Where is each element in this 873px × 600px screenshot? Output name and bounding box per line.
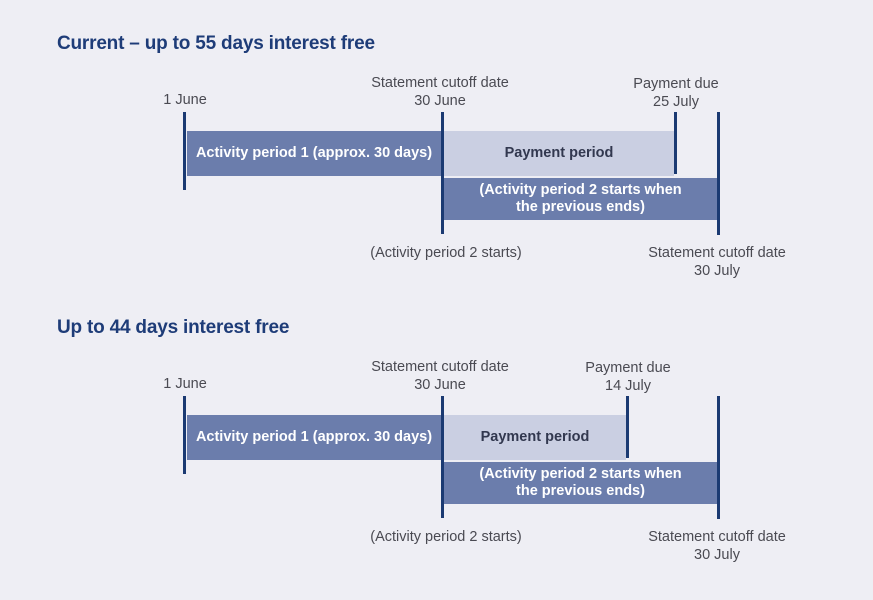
start-date-tick [183, 112, 186, 190]
activity-period-2-bar: (Activity period 2 starts when the previ… [444, 462, 717, 504]
bar-line-2: the previous ends) [516, 483, 645, 499]
label-line-1: Statement cutoff date [371, 359, 509, 375]
label-line-1: Statement cutoff date [371, 75, 509, 91]
label-line-2: 30 July [694, 262, 740, 279]
label-line-1: Payment due [585, 360, 671, 376]
statement-cutoff-july-label: Statement cutoff date 30 July [648, 245, 786, 280]
timeline-44-days: Up to 44 days interest free 1 June State… [0, 284, 873, 568]
label-line-2: 30 July [694, 546, 740, 563]
timeline-55-days: Current – up to 55 days interest free 1 … [0, 0, 873, 284]
statement-cutoff-july-tick [717, 112, 720, 235]
label-line-1: Payment due [633, 76, 719, 92]
label-line-2: 25 July [653, 93, 699, 110]
activity-2-starts-label: (Activity period 2 starts) [370, 529, 522, 545]
label-line-1: Statement cutoff date [648, 529, 786, 545]
statement-cutoff-june-label: Statement cutoff date 30 June [371, 75, 509, 110]
label-line-1: Statement cutoff date [648, 245, 786, 261]
start-date-label: 1 June [163, 92, 207, 108]
activity-period-1-bar: Activity period 1 (approx. 30 days) [187, 131, 441, 176]
bar-line-1: (Activity period 2 starts when [479, 466, 682, 482]
statement-cutoff-june-tick [441, 112, 444, 234]
statement-cutoff-july-tick [717, 396, 720, 519]
label-line-2: 14 July [605, 377, 651, 394]
activity-period-1-bar: Activity period 1 (approx. 30 days) [187, 415, 441, 460]
payment-period-bar: Payment period [444, 131, 674, 176]
payment-due-tick [626, 396, 629, 458]
payment-due-label: Payment due 25 July [633, 76, 718, 111]
statement-cutoff-june-tick [441, 396, 444, 518]
activity-period-2-bar: (Activity period 2 starts when the previ… [444, 178, 717, 220]
diagram-title: Current – up to 55 days interest free [57, 33, 375, 54]
statement-cutoff-july-label: Statement cutoff date 30 July [648, 529, 786, 564]
diagram-title: Up to 44 days interest free [57, 317, 290, 338]
statement-cutoff-june-label: Statement cutoff date 30 June [371, 359, 509, 394]
payment-period-bar: Payment period [444, 415, 626, 460]
payment-due-tick [674, 112, 677, 174]
label-line-2: 30 June [414, 376, 466, 393]
label-line-2: 30 June [414, 92, 466, 109]
start-date-label: 1 June [163, 376, 207, 392]
start-date-tick [183, 396, 186, 474]
payment-due-label: Payment due 14 July [585, 360, 670, 395]
activity-2-starts-label: (Activity period 2 starts) [370, 245, 522, 261]
bar-line-2: the previous ends) [516, 199, 645, 215]
bar-line-1: (Activity period 2 starts when [479, 182, 682, 198]
